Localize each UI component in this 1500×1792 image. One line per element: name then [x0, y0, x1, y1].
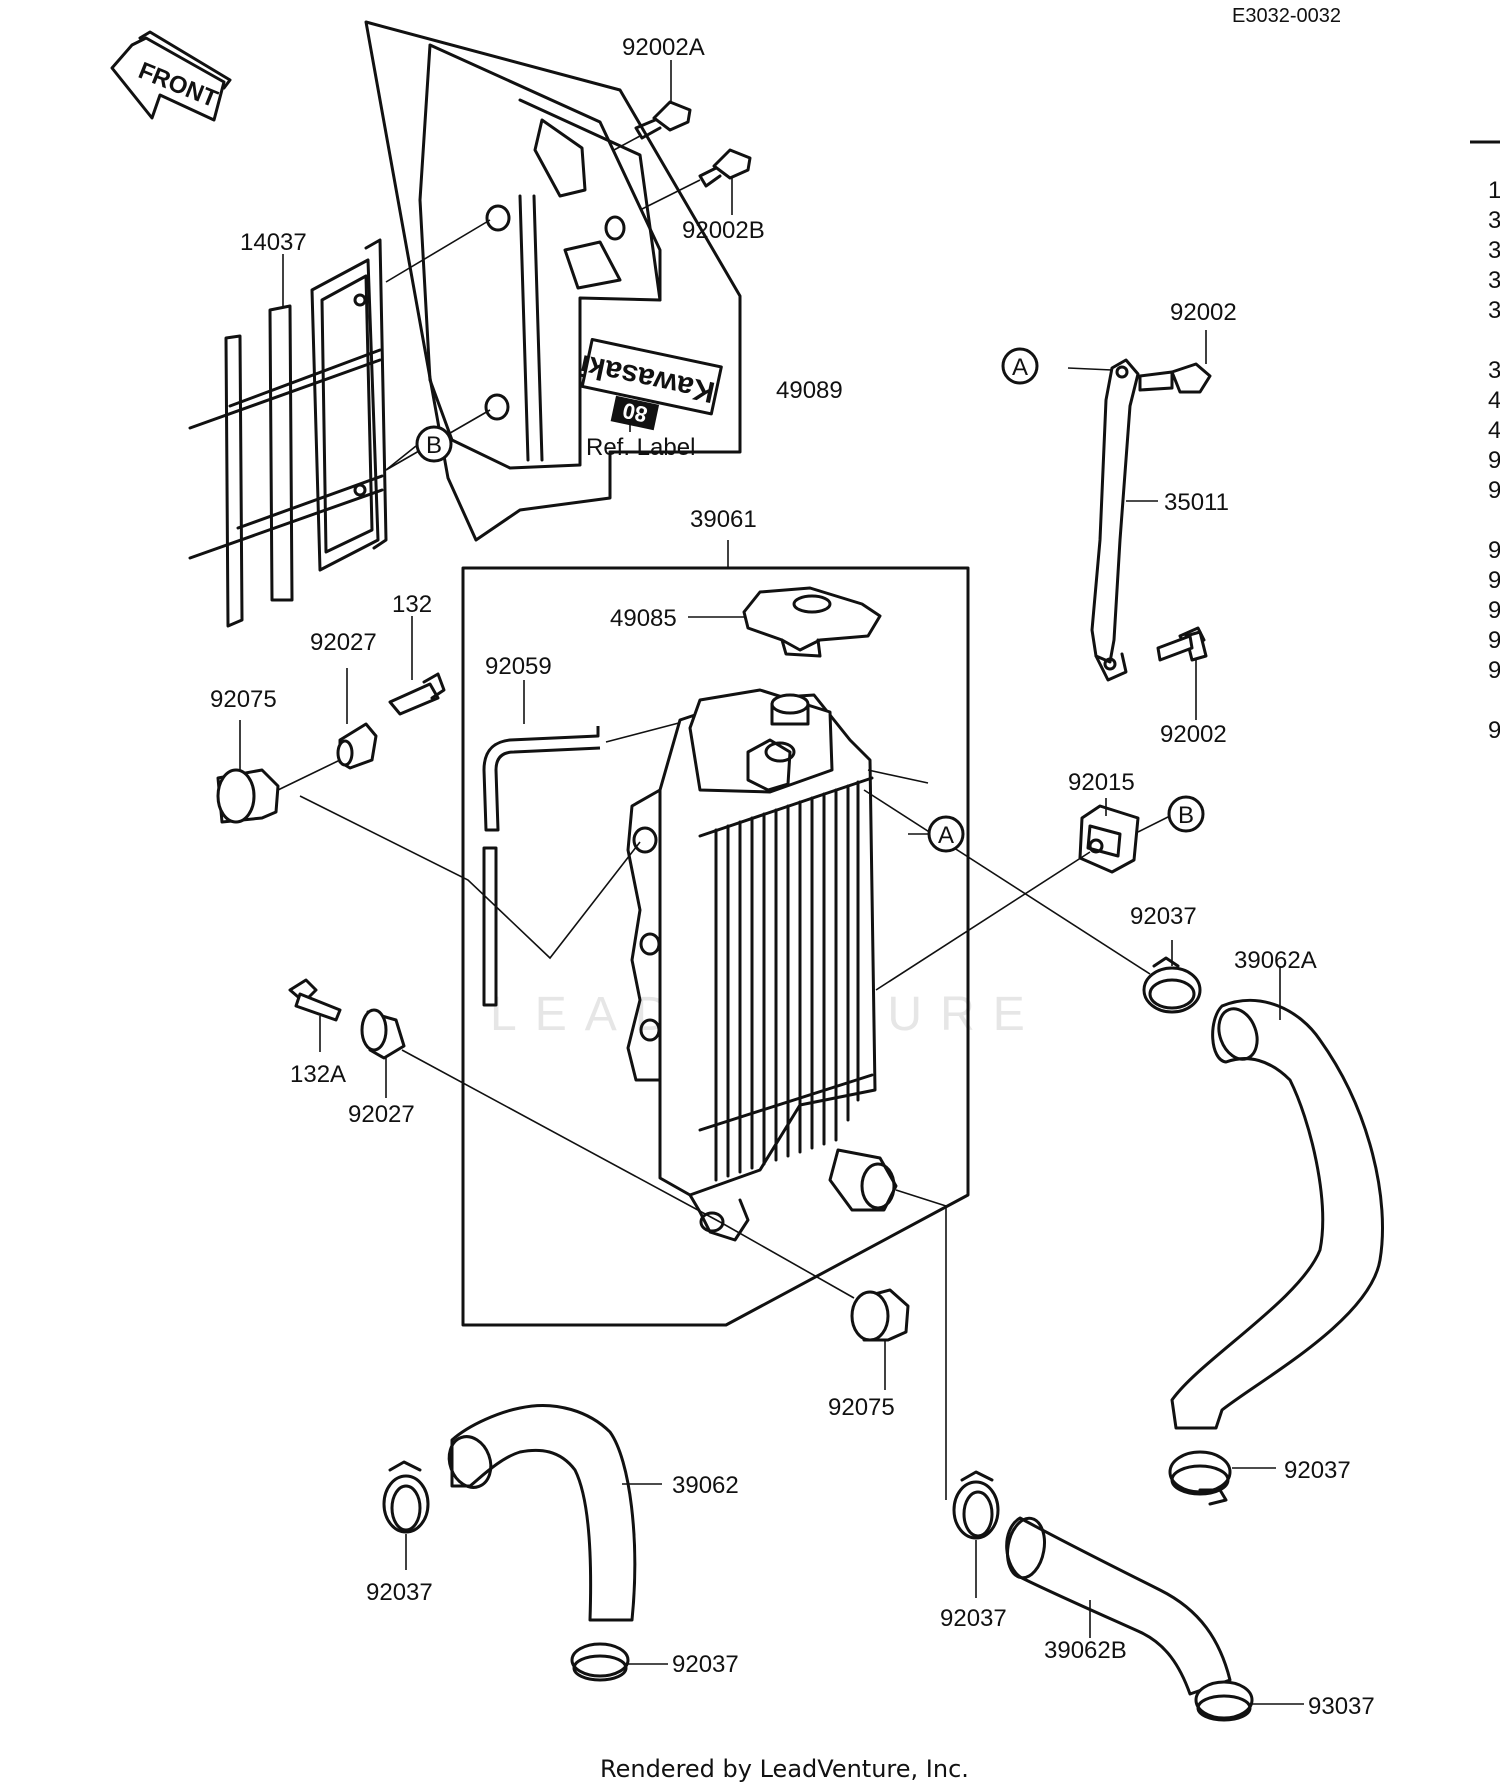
radiator-guard: [188, 238, 388, 628]
list-char: 1: [1488, 177, 1500, 204]
part-label-92002B: 92002B: [682, 217, 765, 244]
hose-39062A-icon: [1170, 966, 1384, 1430]
cropped-parts-list: 1 3 3 3 3 3 4 4 9 9 9 9 9 9 9 9: [1470, 140, 1500, 744]
hose-39062B-icon: [1005, 1516, 1232, 1696]
shroud-decal-model: 80: [620, 398, 649, 428]
list-char: 3: [1488, 237, 1500, 264]
grommet-92075-upper-icon: [216, 720, 341, 824]
part-label-132: 132: [392, 591, 432, 618]
bolt-132-upper-icon: [388, 616, 446, 716]
reference-marker-a-radiator: A: [927, 815, 965, 853]
part-label-93037: 93037: [1308, 1693, 1375, 1720]
part-label-92037-upper: 92037: [1130, 903, 1197, 930]
list-char: 9: [1488, 447, 1500, 474]
part-label-39062A: 39062A: [1234, 947, 1317, 974]
hose-39062-icon: [447, 1404, 662, 1622]
radiator-assembly-frame: [461, 540, 970, 1327]
part-label-92002A: 92002A: [622, 34, 705, 61]
radiator-core: [626, 688, 898, 1242]
part-label-35011: 35011: [1164, 489, 1229, 516]
radiator-cap-icon: [688, 586, 882, 658]
part-label-49089: 49089: [776, 377, 843, 404]
part-label-132A: 132A: [290, 1061, 346, 1088]
list-char: 3: [1488, 267, 1500, 294]
part-label-92037-leftmid: 92037: [366, 1579, 433, 1606]
part-label-92002-lower: 92002: [1160, 721, 1227, 748]
clamp-92037-midlow-icon: [952, 1470, 1000, 1598]
list-char: 3: [1488, 297, 1500, 324]
clamp-92037-upper-icon: [1142, 940, 1202, 1014]
grommet-92075-lower-icon: [850, 1288, 910, 1390]
part-label-92002-upper: 92002: [1170, 299, 1237, 326]
list-char: 4: [1488, 417, 1500, 444]
marker-letter: B: [426, 432, 442, 459]
clamp-92037-leftlow-icon: [570, 1642, 668, 1682]
part-label-92037-leftlow: 92037: [672, 1651, 739, 1678]
part-label-92075-lower: 92075: [828, 1394, 895, 1421]
list-char: 9: [1488, 537, 1500, 564]
part-label-92075-upper: 92075: [210, 686, 277, 713]
part-label-92027-upper: 92027: [310, 629, 377, 656]
part-label-92037-midlow: 92037: [940, 1605, 1007, 1632]
part-label-92059: 92059: [485, 653, 552, 680]
reference-marker-a-upper: A: [1001, 347, 1039, 385]
part-label-39062: 39062: [672, 1472, 739, 1499]
part-label-92027-lower: 92027: [348, 1101, 415, 1128]
radiator-shroud: Kawasaki 80: [364, 20, 742, 542]
list-char: 9: [1488, 477, 1500, 504]
clamp-93037-icon: [1194, 1680, 1304, 1722]
reference-marker-b-retainer: B: [1167, 795, 1205, 833]
part-label-39061: 39061: [690, 506, 757, 533]
bolt-92002B-icon: [639, 148, 752, 215]
list-char: 9: [1488, 567, 1500, 594]
part-label-14037: 14037: [240, 229, 307, 256]
bolt-92002-upper-icon: [1138, 330, 1212, 394]
list-char: 9: [1488, 597, 1500, 624]
marker-letter: B: [1178, 802, 1194, 829]
collar-92027-upper-icon: [336, 668, 378, 770]
reference-marker-b-guard: B: [415, 425, 453, 463]
clamp-92037-right-icon: [1168, 1450, 1276, 1506]
list-char: 9: [1488, 657, 1500, 684]
front-arrow-icon: FRONT: [110, 30, 232, 122]
marker-letter: A: [938, 822, 954, 849]
list-char: 9: [1488, 627, 1500, 654]
bolt-92002-lower-icon: [1156, 626, 1208, 720]
retainer-92015-icon: [1078, 798, 1171, 874]
footer-credit: Rendered by LeadVenture, Inc.: [600, 1755, 969, 1783]
bolt-92002A-icon: [613, 60, 692, 151]
list-char: 9: [1488, 717, 1500, 744]
list-char: 4: [1488, 387, 1500, 414]
part-label-ref-label: Ref. Label: [586, 434, 695, 461]
marker-letter: A: [1012, 354, 1028, 381]
diagram-code: E3032-0032: [1232, 5, 1341, 27]
bolt-132A-icon: [288, 978, 342, 1052]
part-label-92037-right: 92037: [1284, 1457, 1351, 1484]
collar-92027-lower-icon: [360, 1008, 406, 1098]
part-label-92015: 92015: [1068, 769, 1135, 796]
list-char: 3: [1488, 207, 1500, 234]
part-label-39062B: 39062B: [1044, 1637, 1127, 1664]
bracket-35011: [1090, 358, 1158, 682]
part-label-49085: 49085: [610, 605, 677, 632]
list-char: 3: [1488, 357, 1500, 384]
clamp-92037-leftmid-icon: [382, 1460, 430, 1570]
